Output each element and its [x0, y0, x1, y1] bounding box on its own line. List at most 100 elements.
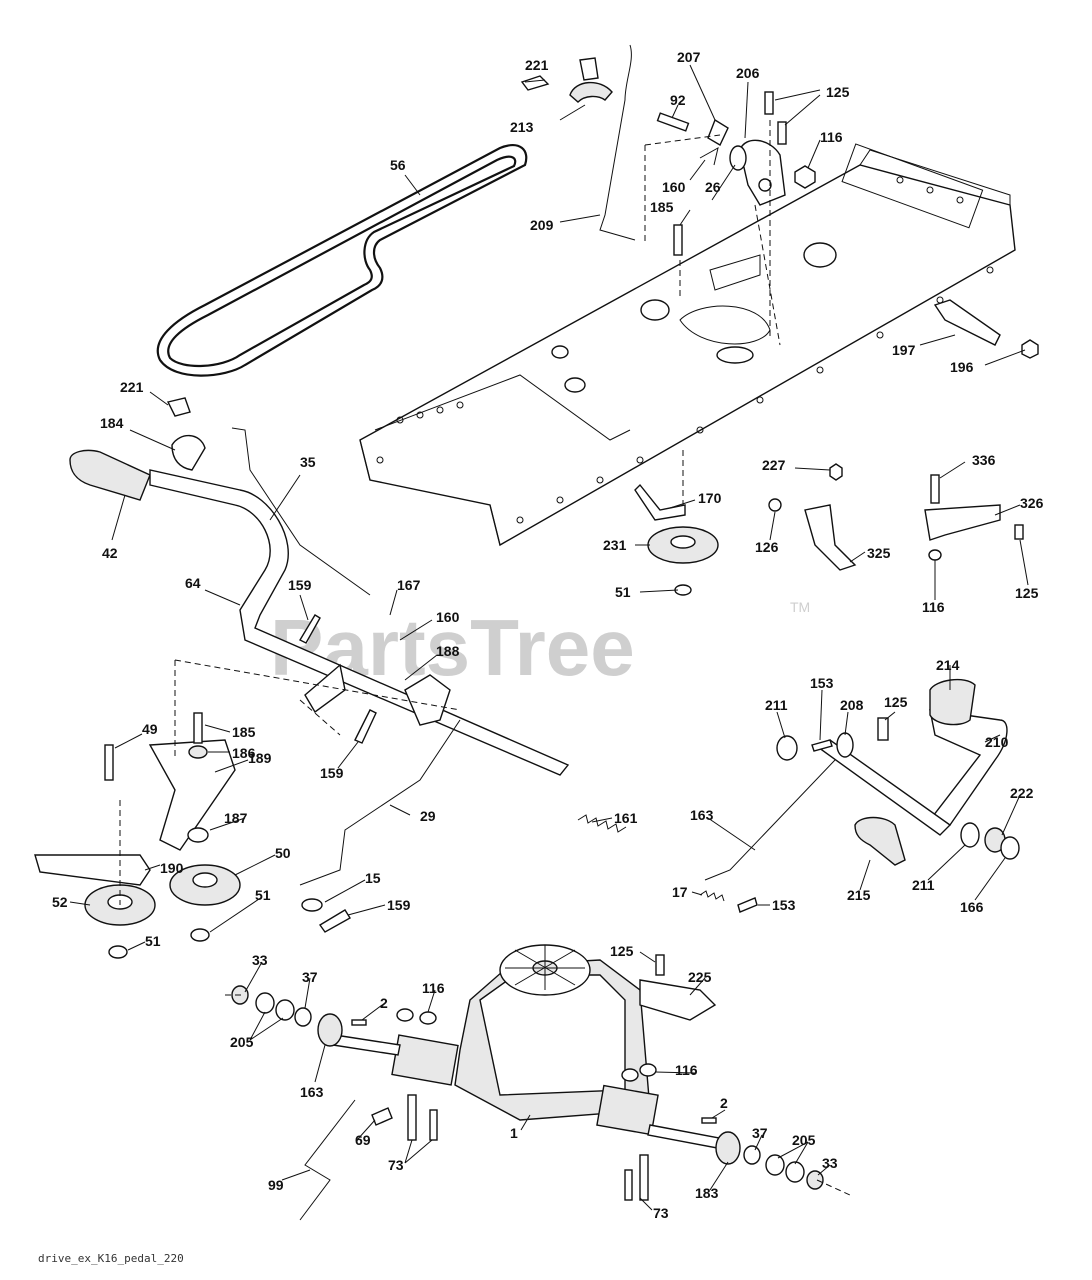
spring-26[interactable] — [729, 145, 747, 171]
callout-33-left: 33 — [252, 952, 268, 968]
transaxle-assembly-1[interactable] — [391, 944, 659, 1136]
bolts-73-right[interactable] — [624, 1154, 649, 1201]
spring-17[interactable] — [699, 890, 725, 902]
cap-184[interactable] — [171, 434, 206, 471]
washer-205-right-a[interactable] — [765, 1154, 785, 1176]
callout-125-top: 125 — [826, 84, 850, 100]
key-2-right[interactable] — [701, 1117, 717, 1124]
nut-227[interactable] — [829, 463, 843, 481]
rod-209[interactable] — [599, 44, 636, 241]
pulley-50[interactable] — [169, 864, 241, 906]
washers-right[interactable] — [715, 1131, 824, 1190]
washer-205-right-b[interactable] — [785, 1161, 805, 1183]
brake-pedal-210[interactable] — [928, 709, 1008, 826]
washer-37-left[interactable] — [294, 1007, 312, 1027]
bracket-197[interactable] — [933, 299, 1001, 346]
washers-left[interactable] — [231, 985, 343, 1047]
pin-159-top[interactable] — [299, 614, 321, 644]
washer-37-right[interactable] — [743, 1145, 761, 1165]
callout-51-idler: 51 — [615, 584, 631, 600]
rod-29[interactable] — [299, 719, 461, 886]
pin-159-bottom[interactable] — [318, 909, 351, 933]
clip-221-left[interactable] — [166, 397, 191, 417]
nut-116-right[interactable] — [928, 549, 942, 561]
spacer-125-brake[interactable] — [877, 717, 889, 741]
washer-166[interactable] — [1000, 836, 1020, 860]
callout-37-right: 37 — [752, 1125, 768, 1141]
nut-196[interactable] — [1021, 339, 1039, 359]
washer-205-left-a[interactable] — [255, 992, 275, 1014]
bolt-125-transaxle[interactable] — [655, 954, 665, 976]
callout-211-bottom: 211 — [912, 877, 935, 893]
pin-159-mid[interactable] — [354, 709, 377, 744]
pedal-pad-215[interactable] — [854, 816, 906, 866]
callout-125-right: 125 — [1015, 585, 1039, 601]
bushing-211-top[interactable] — [776, 735, 798, 761]
nut-51-left[interactable] — [108, 945, 128, 959]
spring-161[interactable] — [577, 814, 627, 833]
bushing-163-left[interactable] — [317, 1013, 343, 1047]
guard-190[interactable] — [34, 854, 151, 886]
bolt-185-top[interactable] — [673, 224, 683, 256]
bracket-225[interactable] — [639, 979, 717, 1021]
plate-189[interactable] — [148, 739, 236, 851]
callout-161: 161 — [614, 810, 638, 826]
bolt-126[interactable] — [768, 498, 782, 512]
bracket-325[interactable] — [804, 504, 857, 571]
pin-92[interactable] — [656, 112, 690, 132]
washer-187[interactable] — [187, 827, 209, 843]
nuts-116-transaxle-top[interactable] — [396, 1008, 437, 1025]
clip-69[interactable] — [371, 1107, 393, 1126]
diagram-code: drive_ex_K16_pedal_220 — [38, 1252, 184, 1265]
bolt-336[interactable] — [930, 474, 940, 504]
callout-185-top: 185 — [650, 199, 674, 215]
trademark-mark: TM — [790, 599, 810, 615]
idler-pulley-231[interactable] — [647, 526, 719, 564]
washer-33-right[interactable] — [806, 1170, 824, 1190]
callout-188: 188 — [436, 643, 460, 659]
bolt-185-left[interactable] — [193, 712, 203, 744]
bracket-206[interactable] — [739, 139, 786, 206]
bolts-125-top[interactable] — [764, 91, 787, 145]
bracket-213[interactable] — [569, 57, 613, 103]
callout-126: 126 — [755, 539, 779, 555]
pedal-rubber-42[interactable] — [69, 449, 151, 501]
bracket-326[interactable] — [924, 504, 1001, 541]
callout-49: 49 — [142, 721, 158, 737]
callout-52: 52 — [52, 894, 68, 910]
tractor-frame[interactable] — [359, 143, 1016, 547]
callout-221-left: 221 — [120, 379, 144, 395]
washer-205-left-b[interactable] — [275, 999, 295, 1021]
rod-163[interactable] — [704, 759, 836, 881]
callout-187: 187 — [224, 810, 248, 826]
hairpin-160-top[interactable] — [699, 147, 719, 166]
bolt-49[interactable] — [104, 744, 114, 781]
bypass-rod-99[interactable] — [299, 1099, 356, 1221]
pedal-pad-214[interactable] — [929, 678, 976, 726]
callout-92: 92 — [670, 92, 686, 108]
bolts-73-left[interactable] — [407, 1094, 438, 1141]
pin-153-top[interactable] — [811, 739, 833, 752]
clip-188[interactable] — [404, 674, 451, 726]
bolt-125-right[interactable] — [1014, 524, 1024, 540]
bushing-183-right[interactable] — [715, 1131, 741, 1165]
rod-35[interactable] — [231, 427, 371, 596]
callout-215: 215 — [847, 887, 871, 903]
pin-153-bottom[interactable] — [737, 897, 758, 913]
drive-belt[interactable] — [156, 144, 528, 377]
nut-51-mid[interactable] — [190, 928, 210, 942]
axle-left[interactable] — [332, 1034, 401, 1056]
callout-50: 50 — [275, 845, 291, 861]
nuts-116-transaxle-right[interactable] — [621, 1063, 657, 1082]
key-2-left[interactable] — [351, 1019, 367, 1026]
washer-15[interactable] — [301, 898, 323, 912]
spacer-186[interactable] — [188, 745, 208, 759]
spring-208[interactable] — [836, 732, 854, 758]
callout-209: 209 — [530, 217, 554, 233]
bushing-211-bottom[interactable] — [960, 822, 980, 848]
callout-325: 325 — [867, 545, 891, 561]
nut-116-top[interactable] — [794, 165, 816, 189]
clip-207[interactable] — [707, 118, 729, 146]
idler-bracket-170[interactable] — [634, 483, 686, 521]
clip-221-top[interactable] — [520, 75, 550, 91]
